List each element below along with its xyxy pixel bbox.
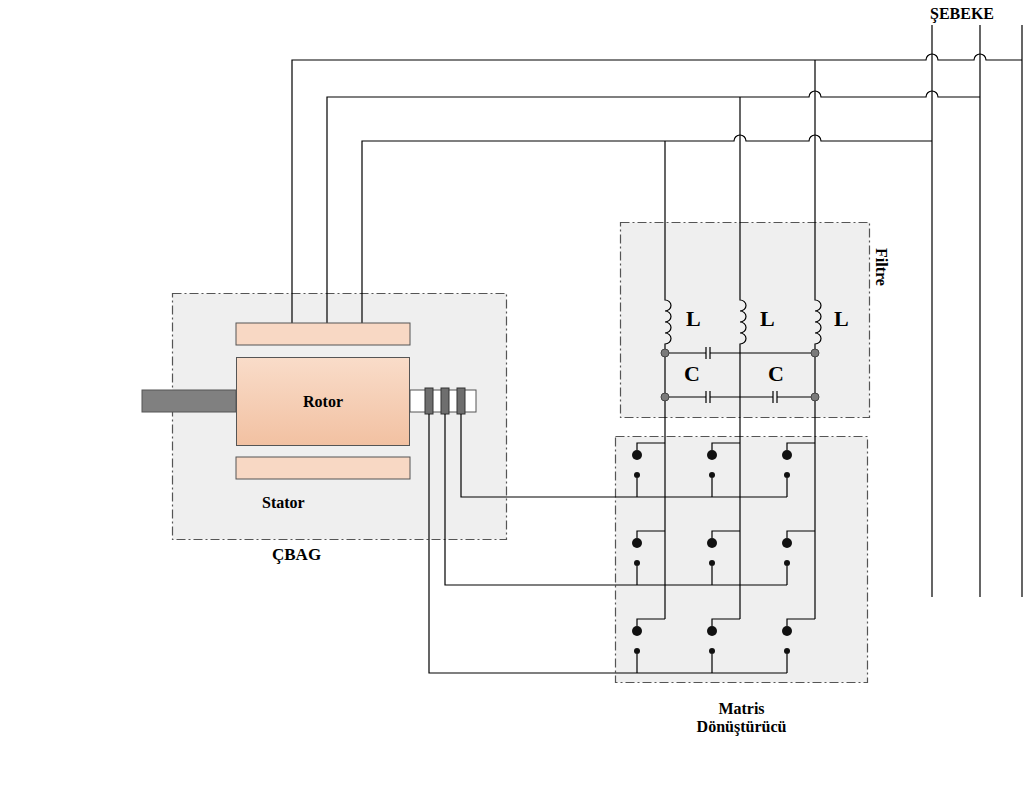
slip-ring [441,388,449,414]
grid-line [932,25,1022,597]
phase-wire [814,418,815,436]
switch-contact [784,472,790,478]
capacitor-symbol [665,391,815,403]
switch-contact [707,538,717,548]
rotor-phase-bus [615,672,787,673]
stator-wire [327,91,980,323]
capacitor-symbol [665,347,815,359]
switch-contact [709,472,715,478]
switch-lead [712,443,740,497]
stator-wire [292,54,1022,323]
junction-dot [661,349,669,357]
slip-ring [457,388,465,414]
phase-wire [664,418,665,436]
switch-lead [637,443,665,497]
inductor-wire [740,97,746,418]
phase-wire [461,414,615,497]
inductor-label: L [760,306,775,332]
switch-lead [787,443,815,497]
inductor-wire [815,60,821,418]
switch-contact [634,472,640,478]
switch-contact [782,450,792,460]
phase-wire [429,414,615,673]
converter-wire [739,436,740,619]
switch-lead [637,619,665,673]
switch-contact [709,648,715,654]
slip-ring [425,388,433,414]
switch-contact [634,648,640,654]
grid-label: ŞEBEKE [930,5,994,23]
junction-dot [811,349,819,357]
phase-wire [445,414,615,585]
shaft [142,390,236,412]
switch-contact [707,626,717,636]
switch-lead [637,531,665,585]
capacitor-label: C [684,361,700,387]
converter-wire [664,436,665,619]
switch-contact [632,626,642,636]
switch-contact [784,560,790,566]
rotor-phase-bus [615,584,787,585]
inductor-label: L [686,306,701,332]
three-phase-connector [429,414,615,673]
converter-wire [814,436,815,619]
switch-contact [632,450,642,460]
housing-label: ÇBAG [272,545,321,565]
stator-label: Stator [262,494,305,512]
inductor-wire [665,141,671,418]
dashed-outline [615,436,868,683]
three-phase-connector [665,418,815,436]
rotor-phase-bus [615,496,787,497]
stator-wire [362,135,932,323]
switch-contact [634,560,640,566]
switch-contact [707,450,717,460]
capacitor-label: C [768,361,784,387]
stator-bar [236,457,410,479]
inductor-label: L [834,306,849,332]
converter-label: Matris Dönüştürücü [684,700,799,736]
switch-contact [709,560,715,566]
phase-wire [739,418,740,436]
switch-lead [712,619,740,673]
rotor-label: Rotor [303,393,343,411]
switch-contact [632,538,642,548]
converter-box: Matris Dönüştürücü [615,436,868,683]
switch-lead [712,531,740,585]
switch-lead [787,531,815,585]
junction-dot [661,393,669,401]
filter-label: Filtre [872,248,890,286]
switch-lead [787,619,815,673]
stator-bar [236,323,410,345]
rotor-box: Rotor [236,357,410,446]
junction-dot [811,393,819,401]
switch-contact [782,538,792,548]
switch-contact [782,626,792,636]
switch-contact [784,648,790,654]
